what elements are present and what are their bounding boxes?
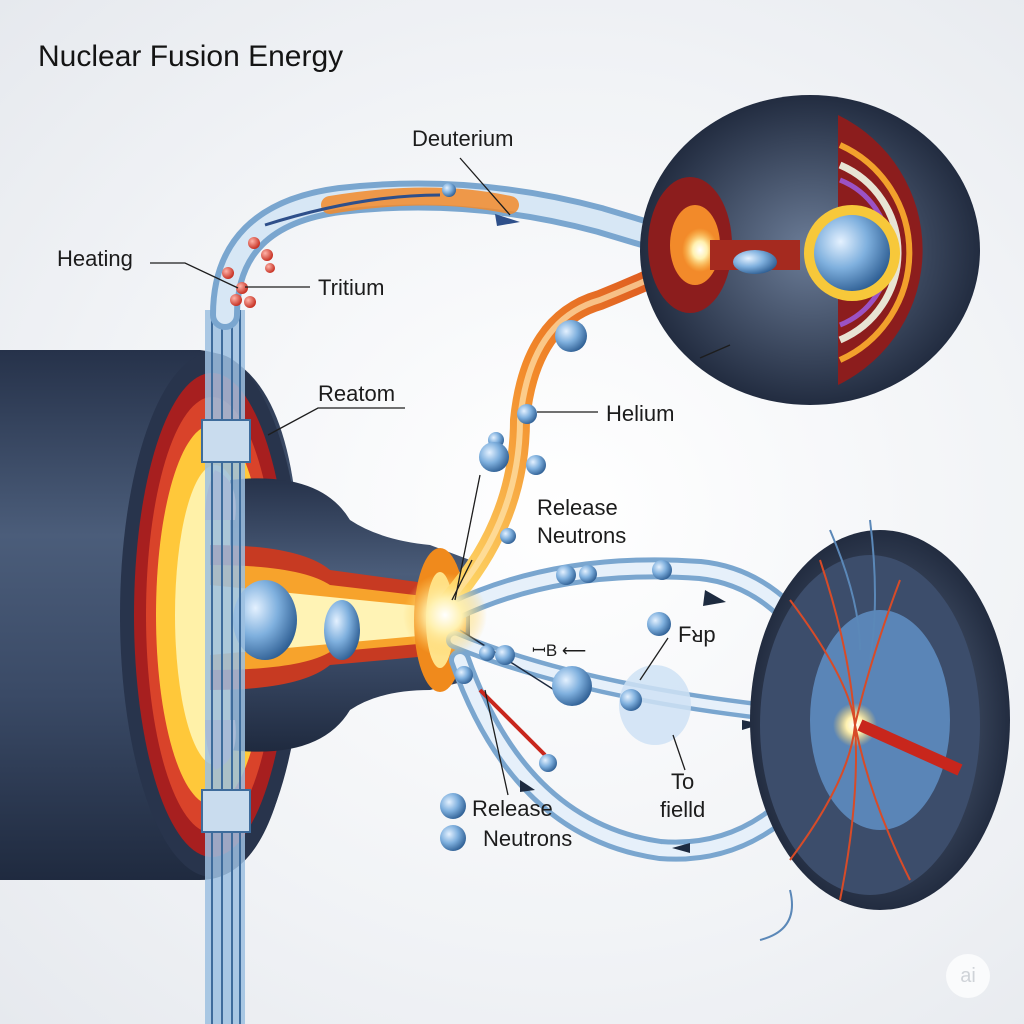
fusion-ignition-glow (403, 573, 487, 657)
label-reatom: Reatom (318, 381, 396, 406)
label-fap: Fᴚp (678, 622, 716, 647)
ai-watermark-badge: ai (946, 954, 990, 998)
particles (222, 183, 691, 851)
label-b-marker: ꟷB ⟵ (532, 641, 587, 660)
fuel-feed-tube (210, 180, 715, 330)
label-to-field: To fielld (660, 769, 706, 822)
label-helium: Helium (606, 401, 675, 426)
leader-lines (150, 157, 731, 796)
label-release-neutrons-top: Release Neutrons (537, 495, 627, 548)
page-title: Nuclear Fusion Energy (38, 40, 344, 73)
helium-tube (440, 250, 700, 610)
magnetic-field-generator (750, 519, 1010, 941)
fusion-chamber (640, 95, 980, 405)
label-deuterium: Deuterium (412, 126, 514, 151)
label-neutrons: Neutrons (483, 826, 573, 851)
label-release: Release (472, 796, 553, 821)
coolant-pipes (201, 310, 251, 1024)
label-tritium: Tritium (318, 275, 385, 300)
label-heating: Heating (57, 246, 133, 271)
